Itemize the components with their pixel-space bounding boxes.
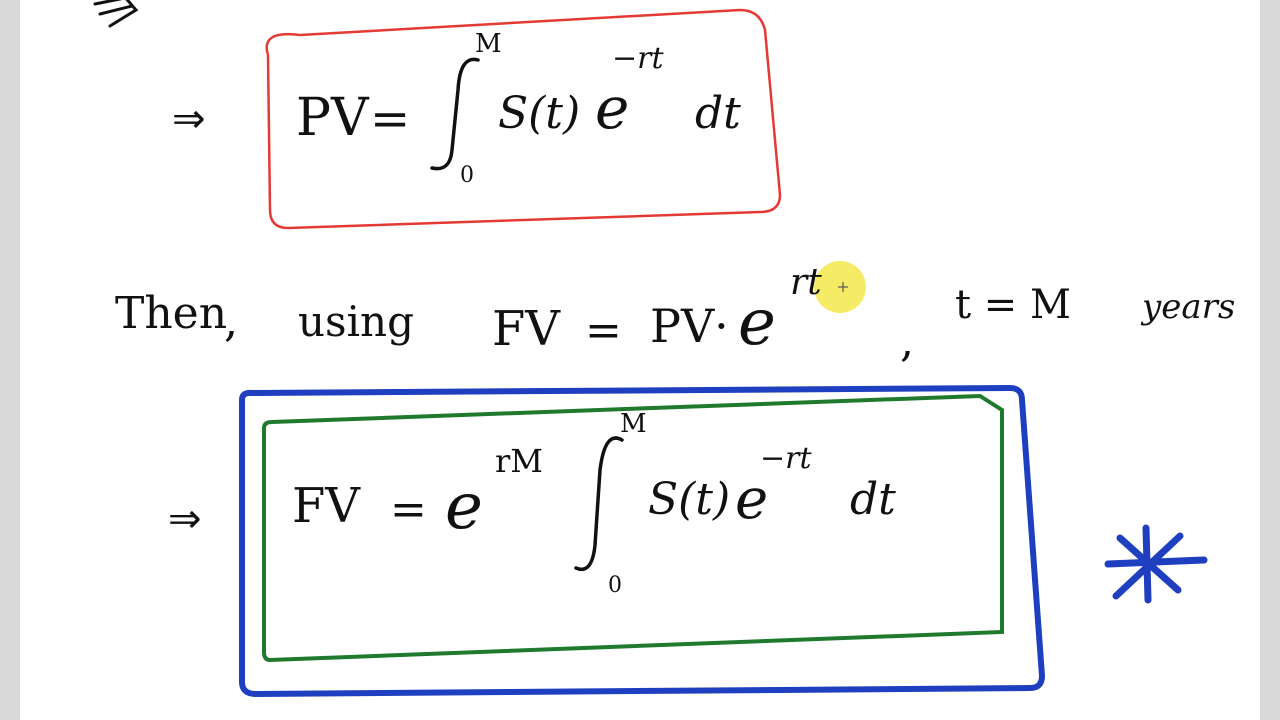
fv-lhs-3: FV — [292, 478, 361, 534]
partial-implies-arrow — [93, 0, 139, 28]
fv-exponent-2: rt — [790, 262, 822, 303]
green-box — [262, 393, 1004, 663]
fv-exp-base-3: e — [445, 470, 483, 544]
fv-equals-2: = — [585, 305, 622, 356]
fv-upper-limit: M — [620, 409, 647, 439]
red-box — [265, 8, 782, 230]
implies-arrow-1: ⇒ — [172, 96, 206, 142]
fv-lower-limit: 0 — [608, 573, 622, 598]
fv-lhs-2: FV — [492, 301, 561, 357]
pv-lower-limit: 0 — [460, 163, 474, 188]
pv-lhs: PV — [296, 88, 370, 148]
mouse-cursor-icon — [838, 282, 848, 292]
pv-exponent: −rt — [612, 41, 664, 76]
comma-1: , — [224, 296, 238, 347]
comma-2: , — [900, 316, 914, 367]
fv-equals-3: = — [390, 484, 427, 535]
years-word: years — [1140, 287, 1235, 327]
fv-integrand: S(t) — [648, 474, 730, 525]
fv-exponent-rm: rM — [495, 442, 543, 480]
pv-integrand: S(t) — [498, 88, 580, 139]
integral-sign-1 — [430, 57, 480, 171]
pv-equals: = — [370, 91, 410, 147]
whiteboard-page: ⇒ PV = M 0 S(t) e −rt dt Then , using FV… — [20, 0, 1260, 720]
pv-exp-base: e — [595, 74, 629, 142]
integral-sign-2 — [574, 436, 624, 571]
asterisk-icon — [1104, 524, 1208, 604]
whiteboard-canvas: ⇒ PV = M 0 S(t) e −rt dt Then , using FV… — [93, 0, 1235, 698]
using-word: using — [298, 297, 414, 346]
blue-box — [239, 384, 1046, 698]
fv-exp-base-4: e — [735, 467, 768, 532]
pv-upper-limit: M — [475, 29, 502, 59]
pv-differential: dt — [695, 88, 741, 139]
fv-exponent-rt: −rt — [760, 441, 812, 476]
then-word: Then — [115, 288, 227, 339]
pv-dot: PV· — [650, 299, 729, 353]
implies-arrow-3: ⇒ — [168, 496, 202, 542]
condition-t-equals-m: t = M — [955, 282, 1071, 328]
fv-differential: dt — [850, 474, 896, 525]
fv-exp-base-2: e — [738, 286, 776, 360]
